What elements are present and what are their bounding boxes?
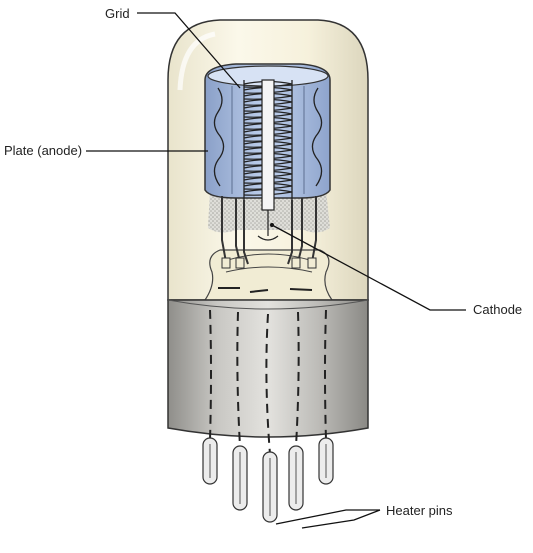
heater-pins-label: Heater pins xyxy=(386,503,453,518)
heater-pins-leader-a xyxy=(275,509,380,525)
grid-label: Grid xyxy=(105,6,130,21)
tube-pins xyxy=(202,437,334,523)
cathode-leader xyxy=(271,224,466,311)
cathode-sleeve xyxy=(261,79,275,211)
leader-lines xyxy=(86,12,466,529)
heater-pins-leader-b xyxy=(301,509,381,529)
plate-anode-label: Plate (anode) xyxy=(4,143,83,158)
grid-leader xyxy=(137,12,241,89)
cathode-label: Cathode xyxy=(473,302,523,317)
tube-base xyxy=(167,299,369,438)
